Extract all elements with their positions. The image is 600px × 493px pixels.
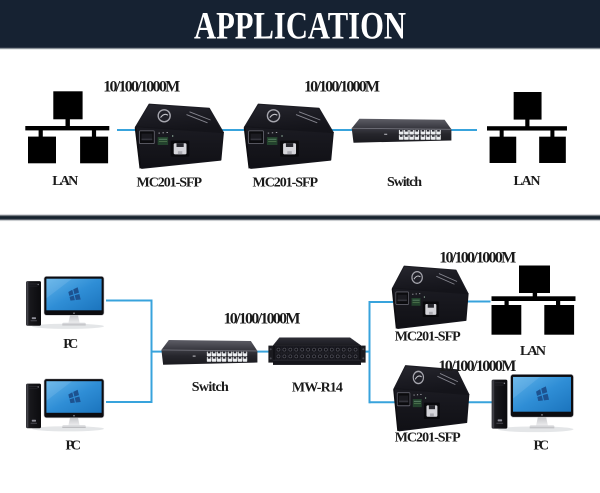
svg-text:LAN: LAN	[52, 174, 78, 189]
svg-text:APPLICATION: APPLICATION	[194, 5, 406, 48]
svg-text:10/100/1000M: 10/100/1000M	[224, 311, 301, 328]
svg-text:PC: PC	[63, 337, 78, 352]
svg-text:10/100/1000M: 10/100/1000M	[103, 78, 180, 95]
svg-text:LAN: LAN	[520, 344, 546, 359]
svg-text:PC: PC	[66, 439, 82, 454]
svg-text:MC201-SFP: MC201-SFP	[137, 176, 203, 191]
svg-text:Switch: Switch	[387, 175, 422, 190]
svg-text:10/100/1000M: 10/100/1000M	[438, 358, 516, 375]
svg-text:MC201-SFP: MC201-SFP	[395, 329, 461, 344]
svg-text:MC201-SFP: MC201-SFP	[395, 431, 461, 446]
svg-text:Switch: Switch	[192, 380, 229, 395]
svg-text:MW-R14: MW-R14	[292, 380, 343, 395]
svg-text:10/100/1000M: 10/100/1000M	[304, 78, 380, 95]
svg-text:PC: PC	[534, 439, 550, 454]
svg-text:10/100/1000M: 10/100/1000M	[439, 250, 516, 267]
svg-text:LAN: LAN	[514, 174, 541, 189]
svg-text:MC201-SFP: MC201-SFP	[253, 176, 319, 191]
